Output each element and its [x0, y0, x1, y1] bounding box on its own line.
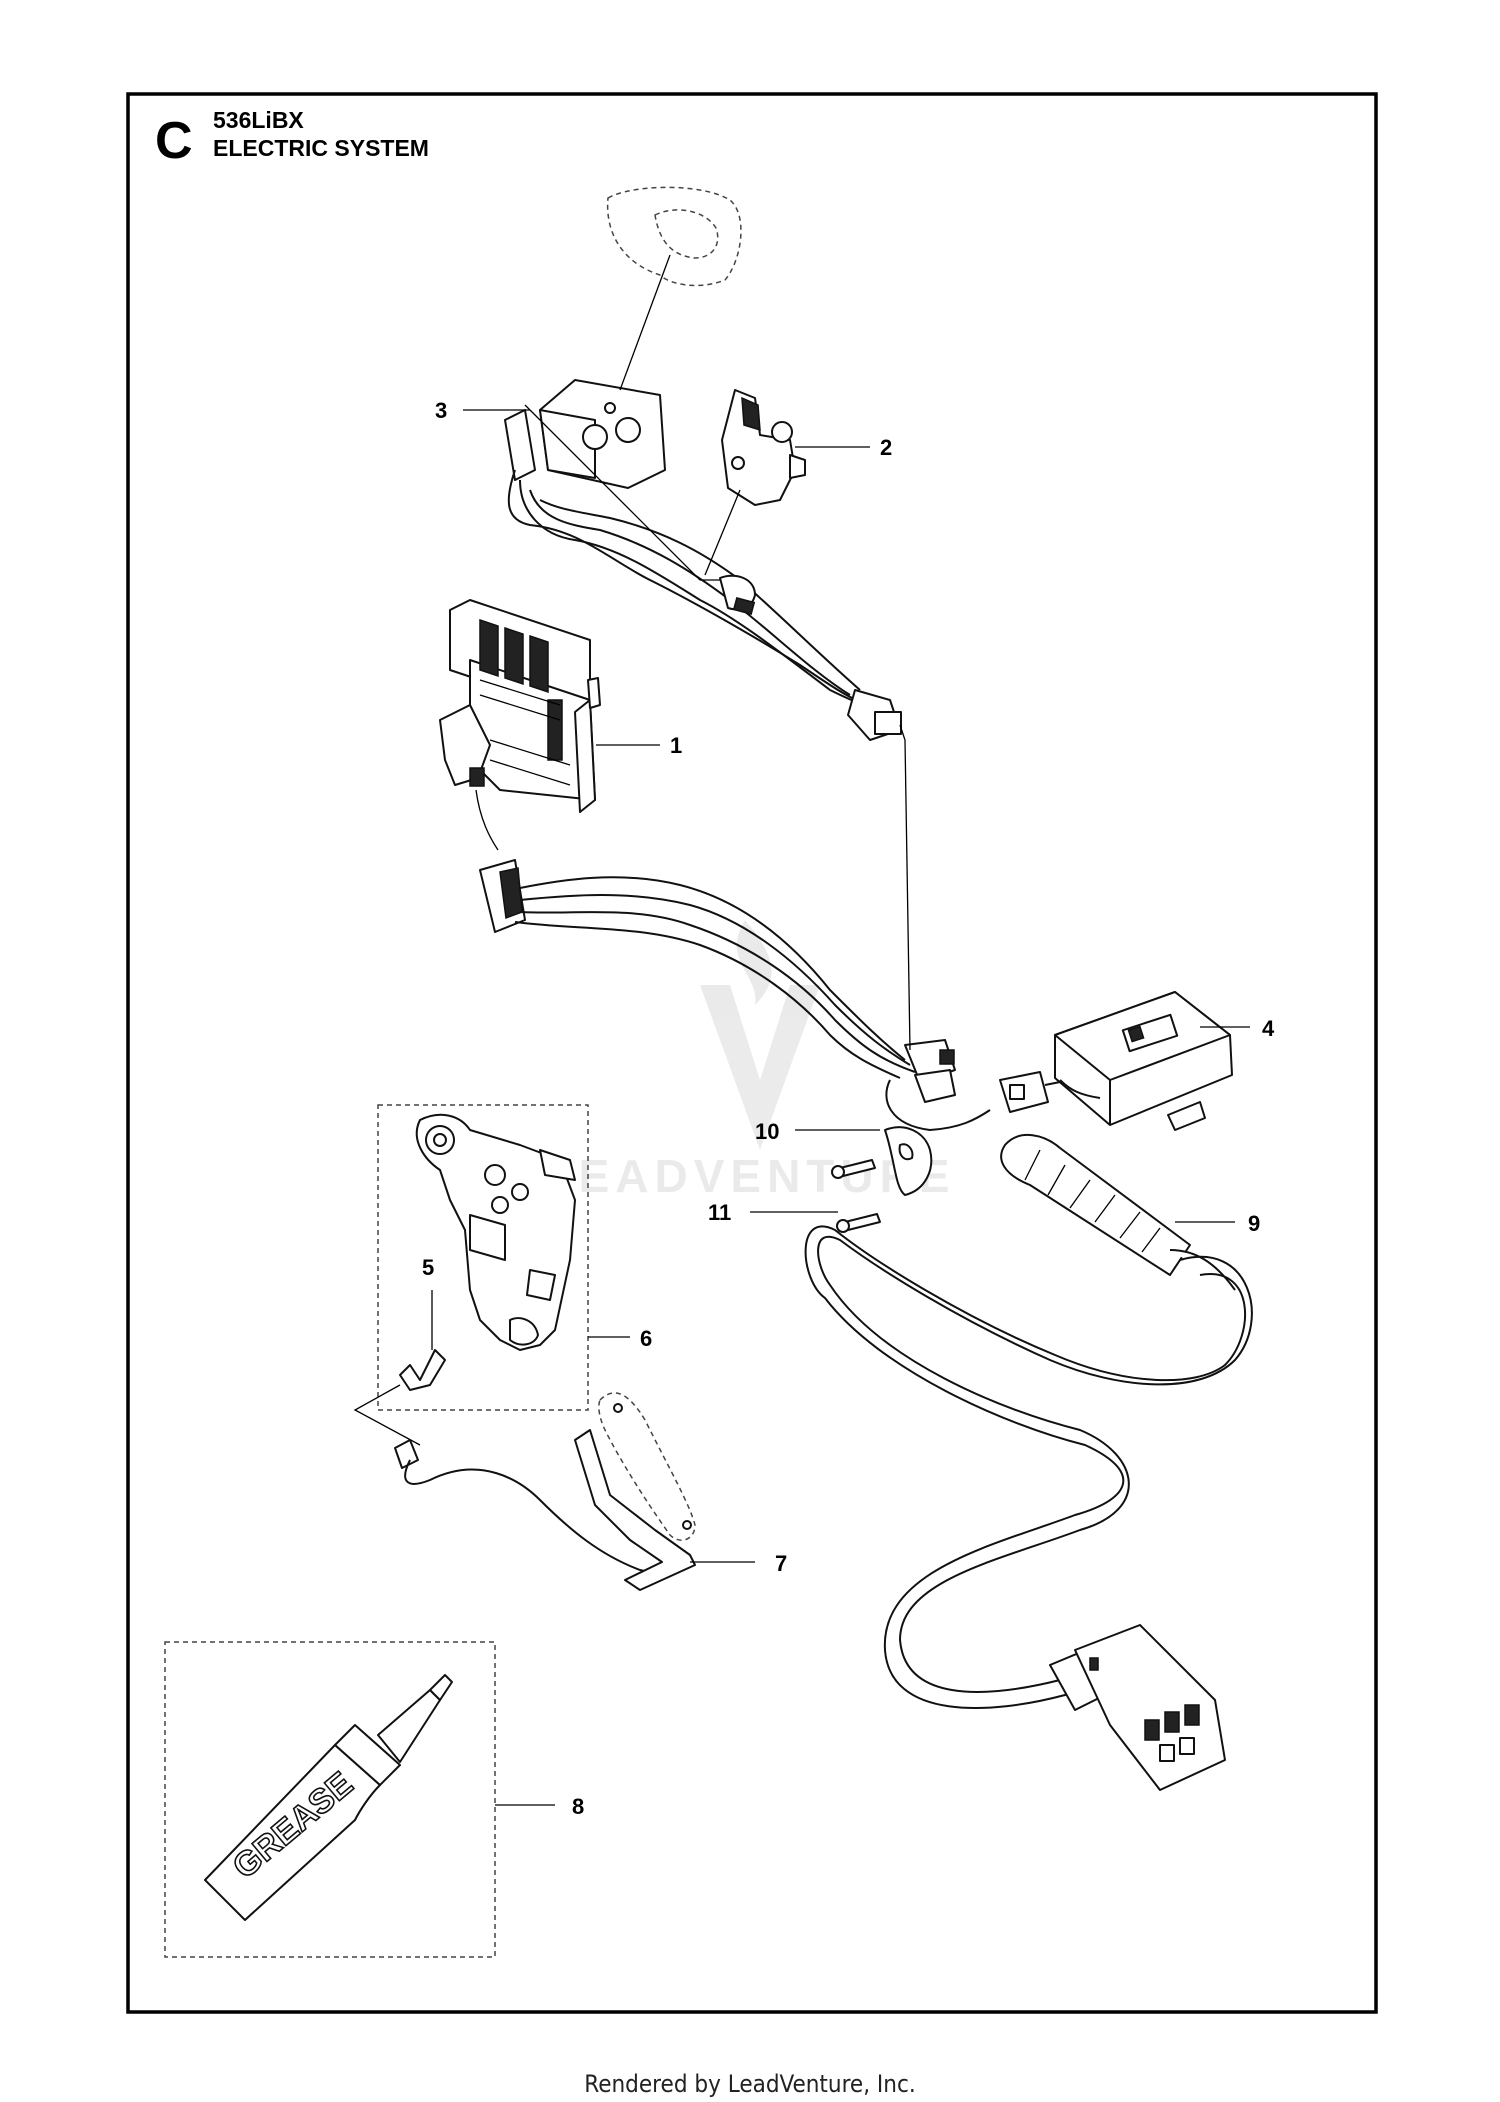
- callout-8: 8: [572, 1794, 584, 1819]
- part-8-grease-tube: GREASE: [204, 1674, 453, 1921]
- part-6-trigger-assembly: [415, 1113, 576, 1351]
- leader-lines: [463, 254, 1250, 1806]
- callout-labels: 3 2 1 4 10 11 9 5 6 7 8: [422, 398, 1275, 1819]
- callout-2: 2: [880, 435, 892, 460]
- part-3-control-panel: [504, 186, 902, 741]
- part-1-controller: [439, 599, 601, 813]
- callout-11: 11: [708, 1200, 731, 1225]
- part-2-switch: [721, 389, 806, 506]
- callout-9: 9: [1248, 1211, 1260, 1236]
- part-7-wire: [353, 1384, 696, 1591]
- part-11-screws: [831, 1159, 881, 1233]
- callout-4: 4: [1262, 1016, 1275, 1041]
- model-name: 536LiBX: [213, 107, 304, 133]
- callout-7: 7: [775, 1551, 787, 1576]
- wiring-harness: [475, 724, 1061, 1132]
- callout-6: 6: [640, 1326, 652, 1351]
- part-5-spring: [399, 1290, 446, 1391]
- footer-credit: Rendered by LeadVenture, Inc.: [584, 2070, 916, 2098]
- section-letter: C: [155, 112, 193, 170]
- part-4-indicator: [1054, 991, 1233, 1131]
- part-9-cable: [804, 1133, 1253, 1791]
- callout-10: 10: [755, 1119, 779, 1144]
- callout-5: 5: [422, 1255, 434, 1280]
- callout-1: 1: [670, 733, 682, 758]
- diagram-frame: [126, 92, 1378, 2014]
- watermark-text: LEADVENTURE: [544, 1150, 955, 1202]
- callout-3: 3: [435, 398, 447, 423]
- watermark-logo: [700, 920, 820, 1150]
- diagram-title: ELECTRIC SYSTEM: [213, 135, 429, 161]
- part-10-clamp: [884, 1126, 933, 1196]
- part-6-group-box: [377, 1104, 589, 1411]
- part-8-group-box: [164, 1641, 496, 1958]
